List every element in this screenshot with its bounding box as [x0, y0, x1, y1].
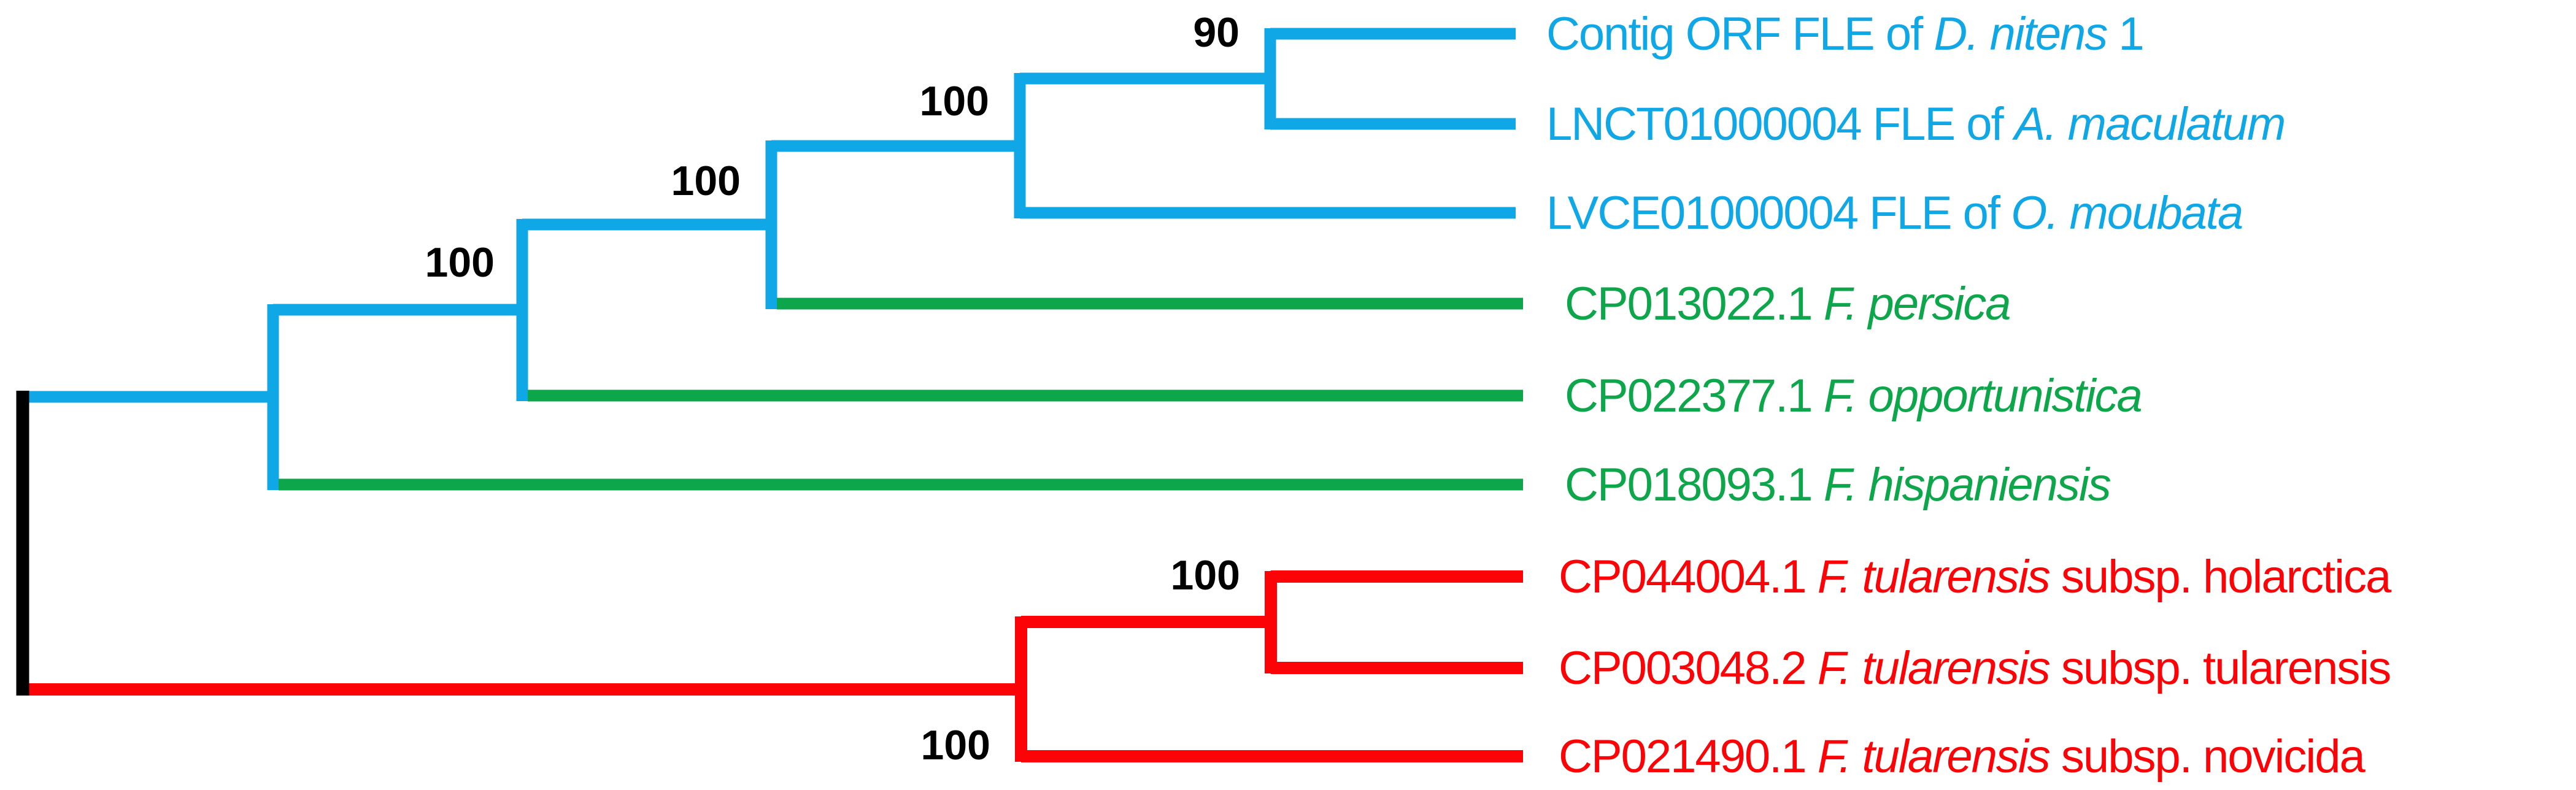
- taxon-label-tularensis: CP003048.2 F. tularensis subsp. tularens…: [1559, 642, 2390, 694]
- bootstrap-value-holarctica-tularensis: 100: [1171, 552, 1240, 599]
- tree-branches: [16, 28, 1523, 762]
- taxon-label-persica: CP013022.1 F. persica: [1565, 278, 2010, 330]
- taxon-label-segment-italic: O. moubata: [2011, 187, 2242, 239]
- taxon-label-segment: subsp. holarctica: [2050, 551, 2392, 603]
- bootstrap-value-plus-opportunistica: 100: [425, 239, 495, 286]
- taxon-label-segment: Contig ORF FLE of: [1546, 8, 1934, 60]
- taxon-label-segment-italic: F. hispaniensis: [1824, 459, 2111, 511]
- bootstrap-value-plus-novicida: 100: [921, 722, 990, 769]
- taxon-label-holarctica: CP044004.1 F. tularensis subsp. holarcti…: [1559, 551, 2392, 603]
- taxon-label-maculatum: LNCT01000004 FLE of A. maculatum: [1546, 98, 2285, 150]
- taxon-label-segment-italic: D. nitens: [1934, 8, 2107, 60]
- taxon-label-segment: LNCT01000004 FLE of: [1546, 98, 2015, 150]
- taxon-label-segment: CP003048.2: [1559, 642, 1818, 694]
- bootstrap-labels: 90 100 100 100 100 100: [425, 9, 1240, 769]
- taxon-label-segment: CP013022.1: [1565, 278, 1824, 330]
- taxon-label-segment-italic: F. tularensis: [1818, 551, 2050, 603]
- taxon-label-segment-italic: F. opportunistica: [1824, 370, 2142, 422]
- taxon-label-segment-italic: F. persica: [1824, 278, 2010, 330]
- taxon-label-segment: CP044004.1: [1559, 551, 1818, 603]
- taxon-label-segment: subsp. tularensis: [2050, 642, 2390, 694]
- taxon-label-opportunistica: CP022377.1 F. opportunistica: [1565, 370, 2142, 422]
- taxon-label-segment: CP022377.1: [1565, 370, 1824, 422]
- taxon-label-segment: CP021490.1: [1559, 731, 1818, 783]
- taxon-label-segment-italic: F. tularensis: [1818, 642, 2050, 694]
- bootstrap-value-nitens-maculatum: 90: [1193, 9, 1240, 56]
- taxon-label-segment: subsp. novicida: [2050, 731, 2366, 783]
- taxon-label-nitens: Contig ORF FLE of D. nitens 1: [1546, 8, 2143, 60]
- bootstrap-value-plus-moubata: 100: [920, 78, 989, 125]
- bootstrap-value-plus-persica: 100: [671, 158, 741, 204]
- taxon-label-novicida: CP021490.1 F. tularensis subsp. novicida: [1559, 731, 2366, 783]
- taxon-labels: Contig ORF FLE of D. nitens 1 LNCT010000…: [1546, 8, 2393, 783]
- taxon-label-moubata: LVCE01000004 FLE of O. moubata: [1546, 187, 2242, 239]
- taxon-label-segment: LVCE01000004 FLE of: [1546, 187, 2011, 239]
- taxon-label-segment: 1: [2107, 8, 2143, 60]
- taxon-label-segment-italic: F. tularensis: [1818, 731, 2050, 783]
- taxon-label-segment-italic: A. maculatum: [2012, 98, 2285, 150]
- taxon-label-hispaniensis: CP018093.1 F. hispaniensis: [1565, 459, 2111, 511]
- taxon-label-segment: CP018093.1: [1565, 459, 1824, 511]
